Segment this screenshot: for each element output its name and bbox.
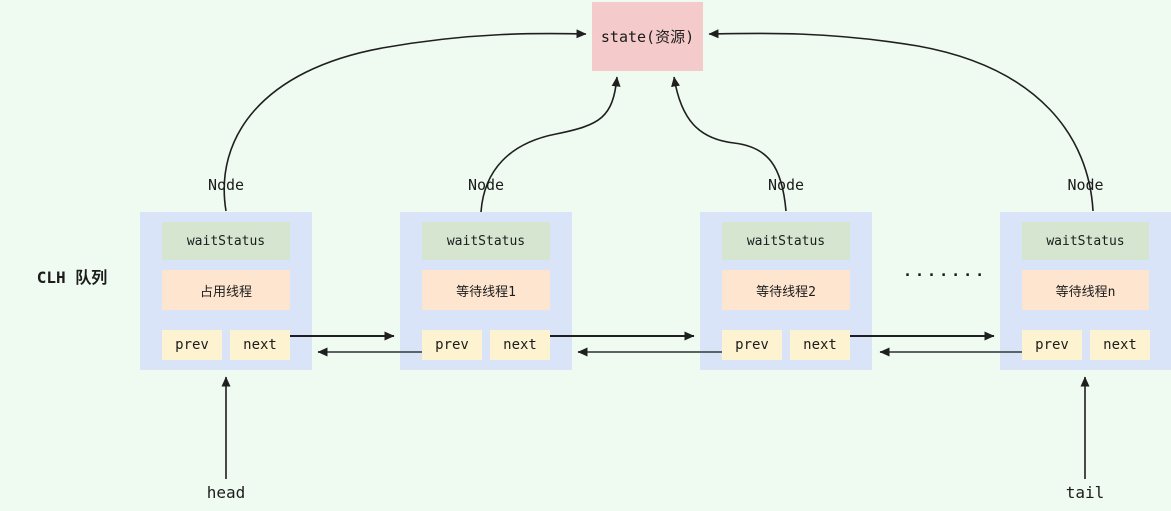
next-pointer-field: next xyxy=(790,330,850,360)
prev-pointer-field: prev xyxy=(162,330,222,360)
thread-field: 等待线程2 xyxy=(722,270,850,310)
head-label: head xyxy=(206,483,246,502)
tail-label: tail xyxy=(1065,483,1105,502)
node-3: Node waitStatus 等待线程2 prev next xyxy=(700,176,872,370)
wait-status-field: waitStatus xyxy=(162,222,290,260)
node-1: Node waitStatus 占用线程 prev next xyxy=(140,176,312,370)
node-box: waitStatus 等待线程2 prev next xyxy=(700,212,872,370)
clh-queue-label: CLH 队列 xyxy=(36,268,108,287)
prev-pointer-field: prev xyxy=(1022,330,1082,360)
node-title: Node xyxy=(207,176,245,194)
prev-pointer-field: prev xyxy=(722,330,782,360)
node-box: waitStatus 占用线程 prev next xyxy=(140,212,312,370)
node-title: Node xyxy=(467,176,505,194)
thread-field: 占用线程 xyxy=(162,270,290,310)
node-box: waitStatus 等待线程n prev next xyxy=(1000,212,1171,370)
next-pointer-field: next xyxy=(1090,330,1150,360)
next-pointer-field: next xyxy=(490,330,550,360)
wait-status-field: waitStatus xyxy=(1022,222,1149,260)
wait-status-field: waitStatus xyxy=(422,222,550,260)
prev-pointer-field: prev xyxy=(422,330,482,360)
node-title: Node xyxy=(1067,176,1104,194)
next-pointer-field: next xyxy=(230,330,290,360)
wait-status-field: waitStatus xyxy=(722,222,850,260)
node-box: waitStatus 等待线程1 prev next xyxy=(400,212,572,370)
node-4: Node waitStatus 等待线程n prev next xyxy=(1000,176,1171,370)
thread-field: 等待线程1 xyxy=(422,270,550,310)
thread-field: 等待线程n xyxy=(1022,270,1149,310)
ellipsis-dots: ······· xyxy=(903,266,988,284)
node-2: Node waitStatus 等待线程1 prev next xyxy=(400,176,572,370)
state-box: state(资源) xyxy=(592,2,703,71)
node-title: Node xyxy=(767,176,805,194)
